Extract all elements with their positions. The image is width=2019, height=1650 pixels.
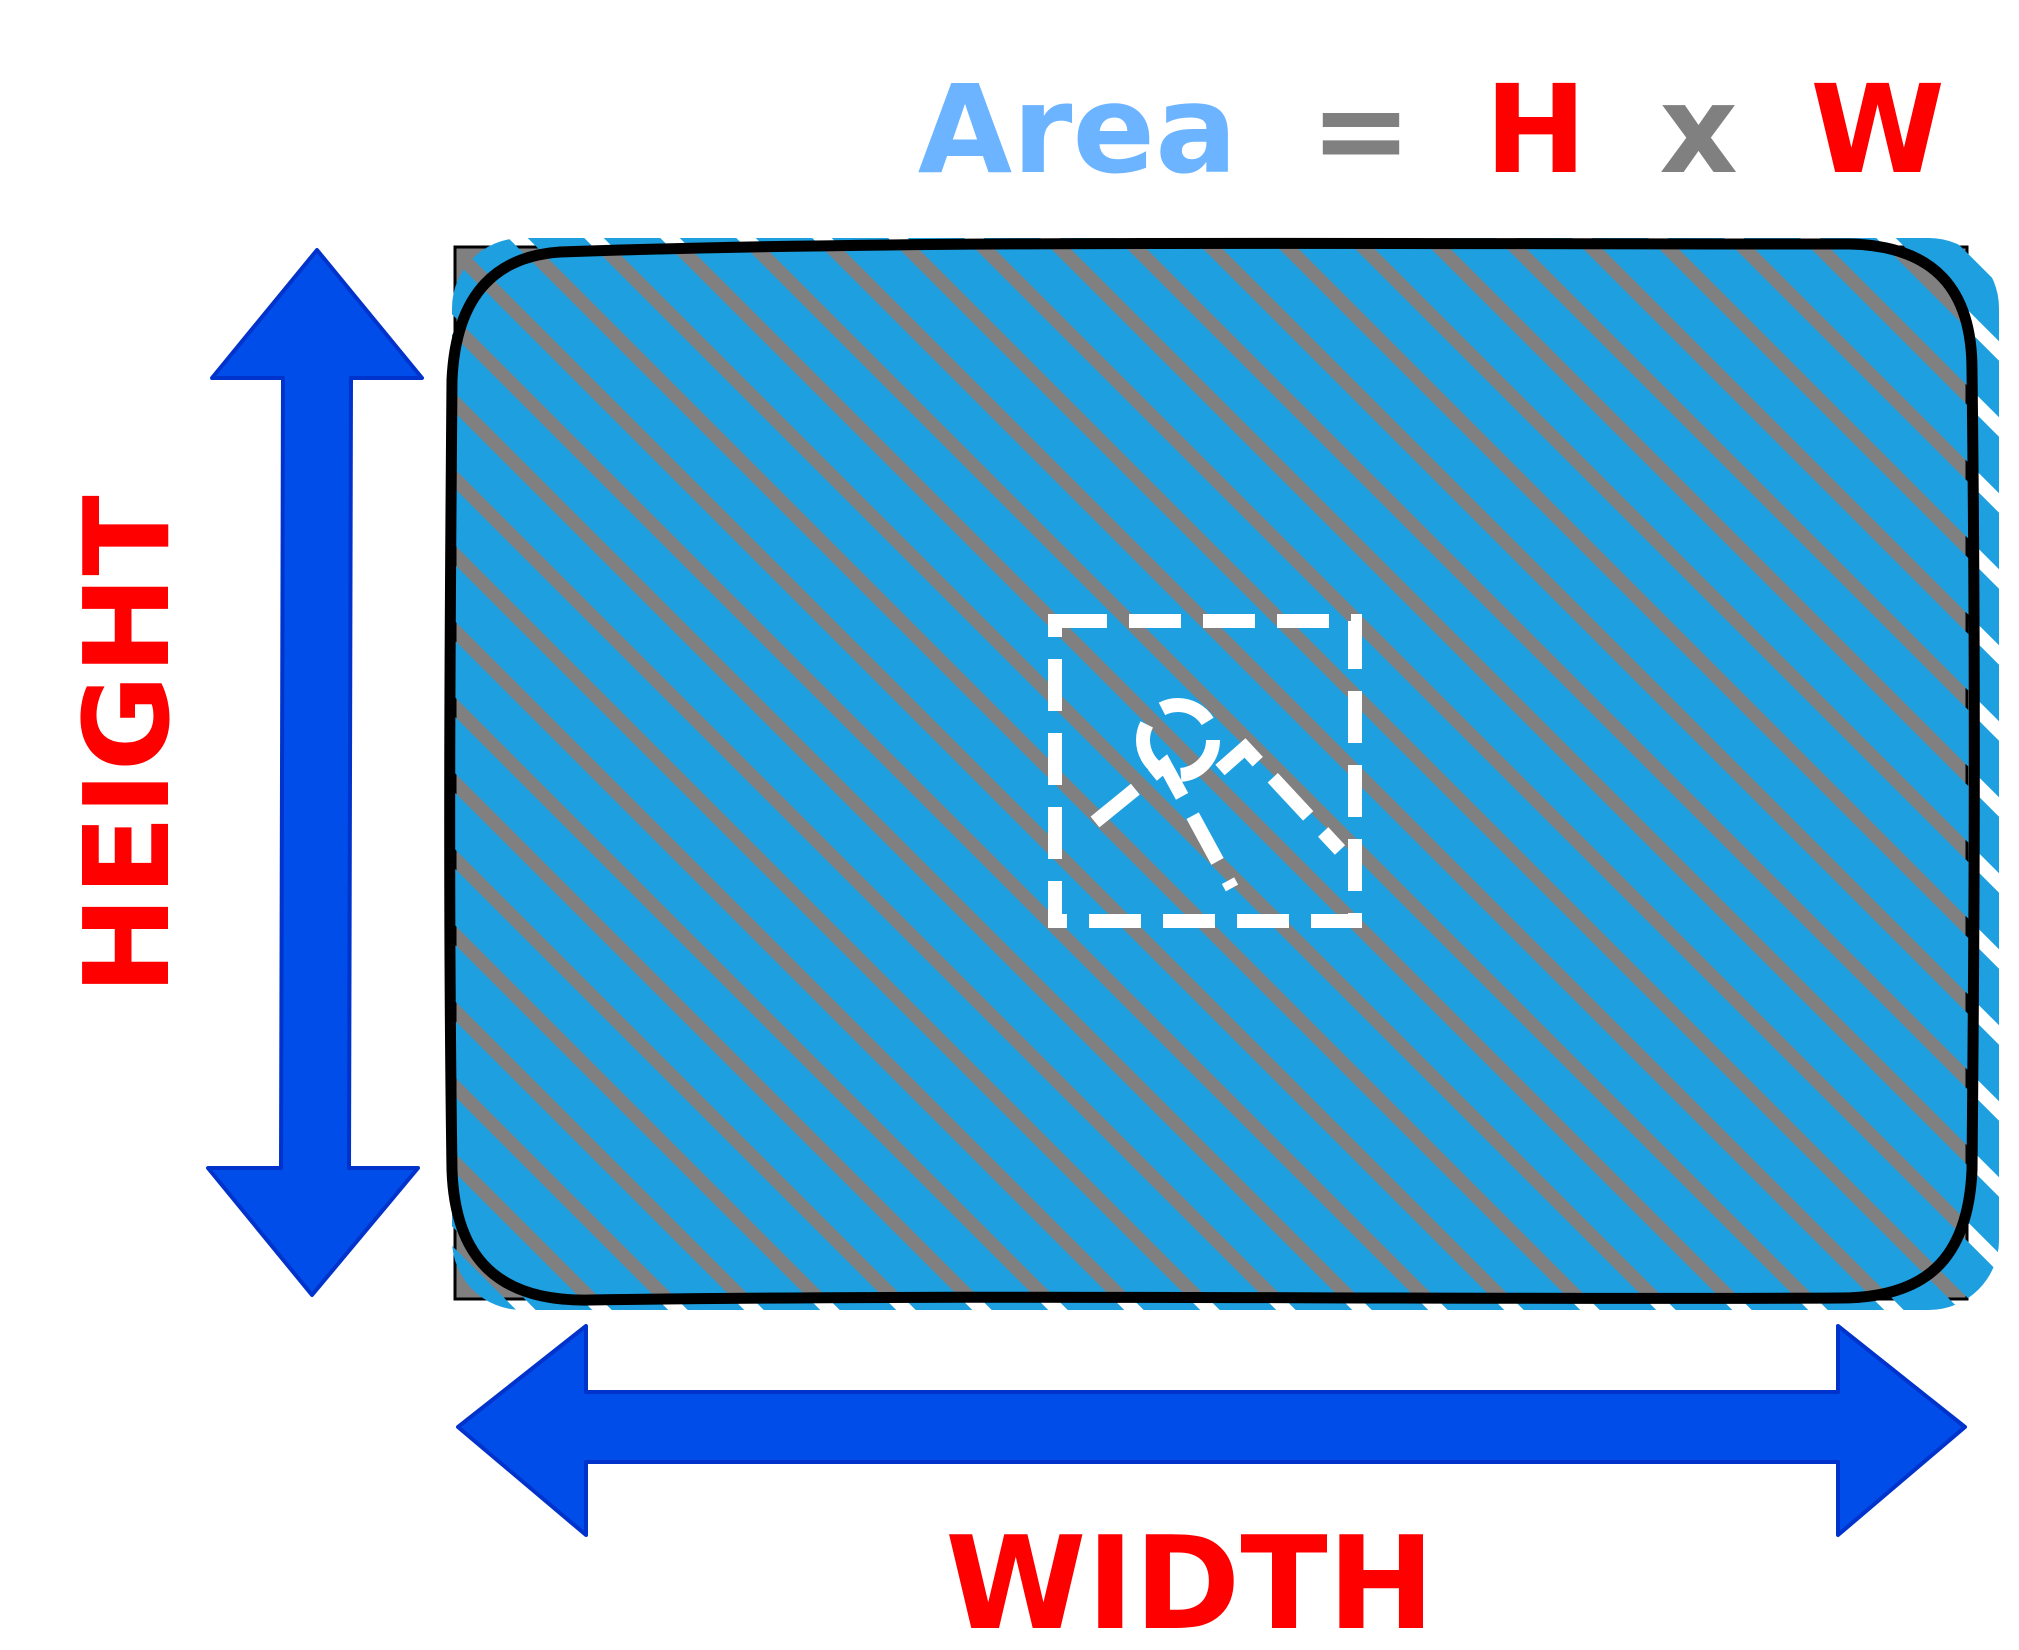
formula-times: x bbox=[1659, 59, 1738, 201]
hatch-stripe bbox=[650, 238, 1840, 1310]
hatch-stripe bbox=[1258, 238, 1999, 1310]
hatch-stripe bbox=[452, 238, 1080, 1310]
hatch-stripe bbox=[1030, 238, 1999, 1310]
hatch-stripe bbox=[954, 238, 1999, 1310]
formula-equals: = bbox=[1310, 59, 1412, 201]
hatch-stripe bbox=[802, 238, 1992, 1310]
area-outline bbox=[444, 237, 1980, 1306]
hatch-stripe bbox=[1182, 238, 1999, 1310]
hatch-stripe bbox=[452, 238, 776, 1310]
height-label: HEIGHT bbox=[58, 495, 196, 994]
hatch-stripe bbox=[452, 238, 852, 1310]
hatch-stripe bbox=[1714, 238, 1999, 1310]
area-formula: Area = H x W bbox=[918, 59, 1945, 201]
formula-width-symbol: W bbox=[1810, 59, 1945, 201]
height-double-arrow bbox=[206, 248, 424, 1297]
hatch-stripe bbox=[452, 238, 1460, 1310]
hatch-stripe bbox=[1410, 238, 1999, 1310]
hatch-stripe bbox=[452, 238, 1156, 1310]
hatch-stripe bbox=[1486, 238, 1999, 1310]
hatch-stripe bbox=[452, 238, 1004, 1310]
hatch-stripe bbox=[452, 238, 1612, 1310]
width-double-arrow bbox=[456, 1324, 1967, 1537]
formula-height-symbol: H bbox=[1485, 59, 1587, 201]
hatch-stripe bbox=[878, 238, 1999, 1310]
broken-image-icon bbox=[1048, 614, 1362, 928]
hatch-stripe bbox=[1638, 238, 1999, 1310]
formula-area-word: Area bbox=[918, 59, 1238, 201]
hatch-stripe bbox=[452, 238, 1308, 1310]
width-label: WIDTH bbox=[945, 1510, 1435, 1650]
hatch-stripe bbox=[452, 238, 1384, 1310]
hatch-stripe bbox=[726, 238, 1916, 1310]
hatch-stripe bbox=[1106, 238, 1999, 1310]
hatch-stripe bbox=[498, 238, 1688, 1310]
hatch-stripe bbox=[1334, 238, 1999, 1310]
hatch-stripe bbox=[452, 238, 928, 1310]
hatch-stripe bbox=[452, 238, 1232, 1310]
hatch-stripe bbox=[452, 238, 1536, 1310]
hatch-stripe bbox=[1562, 238, 1999, 1310]
hatch-stripe bbox=[452, 238, 700, 1310]
